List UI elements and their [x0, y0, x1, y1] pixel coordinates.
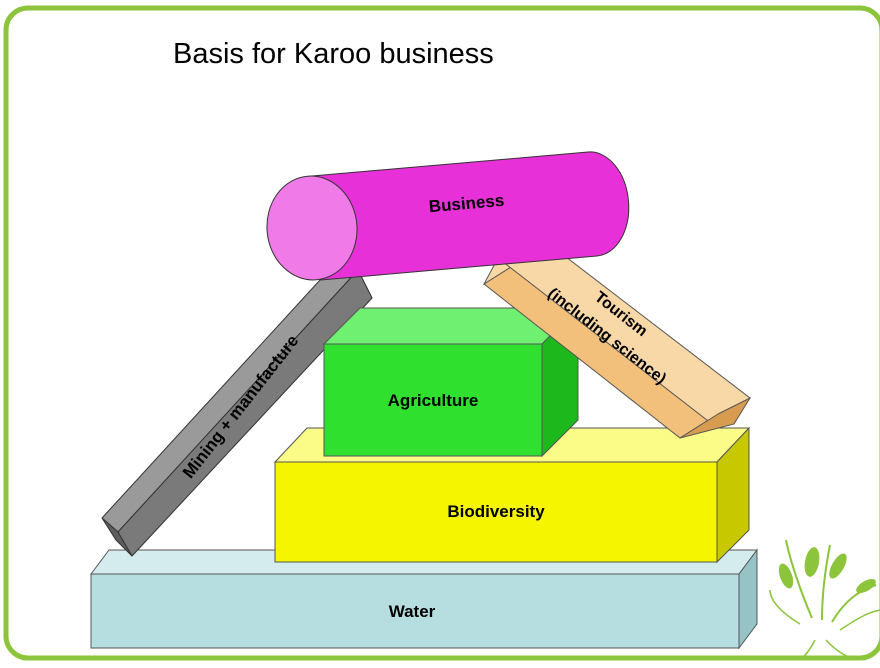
- water-block: Water: [90, 548, 758, 650]
- biodiversity-label: Biodiversity: [447, 502, 545, 521]
- slide-frame: [3, 5, 880, 661]
- water-label: Water: [389, 602, 436, 621]
- agriculture-label: Agriculture: [388, 391, 479, 410]
- slide-title: Basis for Karoo business: [173, 38, 494, 70]
- business-block: Business: [266, 151, 630, 281]
- agriculture-block: Agriculture: [322, 306, 580, 458]
- plant-decoration-icon: [769, 539, 880, 661]
